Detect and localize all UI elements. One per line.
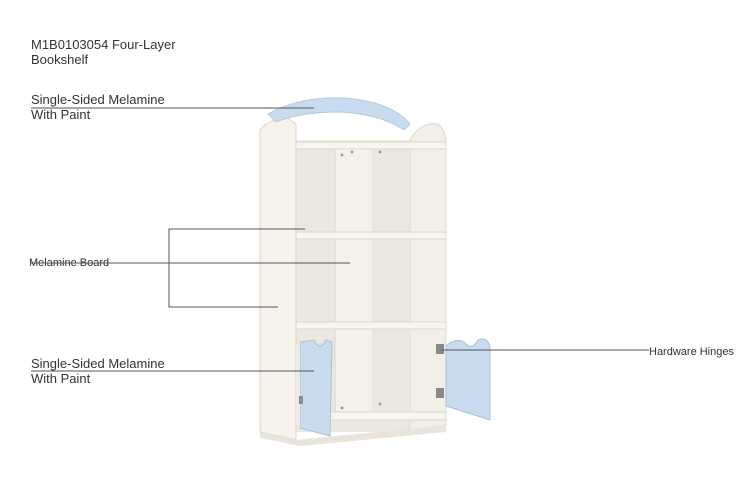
- shelf-pin: [340, 406, 344, 410]
- callout-top-paint: Single-Sided Melamine With Paint: [31, 92, 165, 122]
- center-divider-shade: [372, 146, 410, 418]
- right-door: [445, 338, 491, 421]
- shelf-pin: [340, 153, 344, 157]
- right-side-panel: [409, 123, 447, 431]
- callout-bottom-line2: With Paint: [31, 371, 91, 386]
- plinth: [260, 425, 446, 446]
- callout-hardware-hinges: Hardware Hinges: [649, 346, 734, 358]
- callout-bottom-line1: Single-Sided Melamine: [31, 356, 165, 371]
- shelf-2: [295, 231, 447, 240]
- left-side-panel: [259, 117, 297, 441]
- shelf-pin: [350, 150, 354, 154]
- callout-top-line1: Single-Sided Melamine: [31, 92, 165, 107]
- shelf-top: [295, 141, 447, 150]
- product-title-line1: M1B0103054 Four-Layer: [31, 37, 176, 52]
- callout-top-line2: With Paint: [31, 107, 91, 122]
- shelf-3: [295, 321, 447, 330]
- shelf-pin: [378, 150, 382, 154]
- hinge-icon: [436, 388, 444, 398]
- top-painted-arc: [267, 97, 411, 131]
- product-title-line2: Bookshelf: [31, 52, 89, 67]
- shelf-pin: [378, 402, 382, 406]
- leader-bracket-middle: [168, 228, 305, 308]
- product-title: M1B0103054 Four-Layer Bookshelf: [31, 37, 176, 67]
- hinge-icon: [299, 396, 303, 404]
- left-door: [299, 339, 333, 437]
- callout-bottom-paint: Single-Sided Melamine With Paint: [31, 356, 165, 386]
- left-door-edge: [296, 342, 300, 428]
- hinge-icon: [436, 344, 444, 354]
- center-divider: [334, 145, 374, 419]
